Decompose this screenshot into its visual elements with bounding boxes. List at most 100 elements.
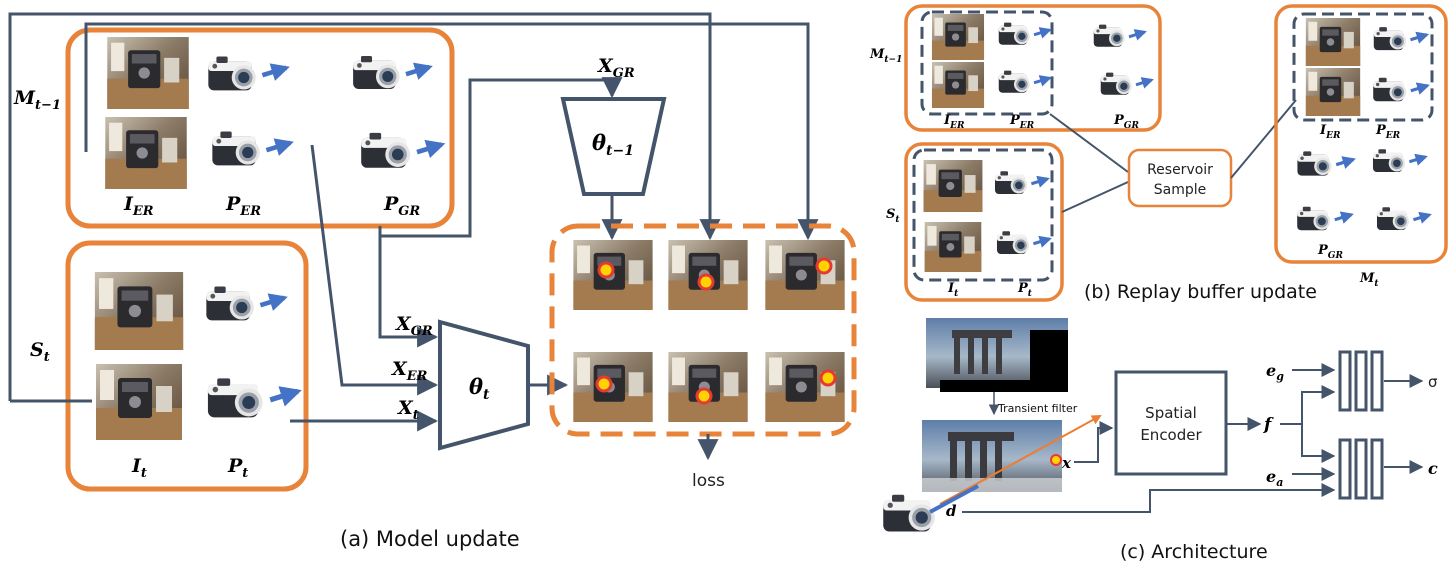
memory-image-1 (107, 37, 189, 109)
rb-new-image-2 (1305, 68, 1361, 116)
label-p-gr: PGR (383, 193, 420, 219)
rb-mem-pose-1 (999, 23, 1050, 45)
sample-point (695, 387, 713, 405)
rb-mem-pose-gr-2 (1101, 73, 1152, 95)
label-m-t-1: Mt−1 (13, 87, 61, 113)
sample-point (819, 369, 837, 387)
rb-line-stream (1061, 181, 1129, 213)
arch-camera (883, 494, 935, 532)
caption-replay-buffer: (b) Replay buffer update (1084, 281, 1317, 303)
rb-stream-inner (912, 148, 1054, 282)
caption-architecture: (c) Architecture (1120, 541, 1268, 563)
model-update-panel: IER PER PGR It Pt Mt−1 St θt−1 XGR XGR X… (8, 12, 857, 551)
ray-short (929, 484, 979, 514)
rb-label-m-t-1: Mt−1 (869, 47, 902, 65)
sample-point (595, 375, 613, 393)
sample-point (597, 261, 615, 279)
rb-new-pose-2 (1373, 78, 1427, 102)
rb-stream-box (904, 142, 1064, 302)
batch-box (549, 223, 857, 437)
label-s-t: St (30, 339, 50, 365)
rb-line-memory (1049, 113, 1129, 173)
stream-pose-2 (208, 378, 298, 417)
line-d (962, 483, 1336, 513)
d-label: d (946, 502, 957, 520)
line-memory-top (84, 22, 819, 241)
mlp-color (1338, 438, 1384, 500)
theta-encoder (438, 319, 530, 451)
memory-pose-er-2 (212, 132, 290, 166)
rb-mem-image-2 (931, 62, 985, 108)
gate-top (952, 330, 1012, 374)
rb-label-p-gr: PGR (1113, 113, 1139, 131)
line-f-up (1301, 385, 1336, 424)
memory-box (65, 27, 455, 229)
x-label: x (1061, 454, 1072, 472)
reservoir-line-2: Sample (1154, 182, 1207, 198)
sample-points (595, 257, 837, 405)
line-x-gr (378, 226, 439, 348)
rb-new-pose-gr-1 (1297, 151, 1353, 175)
stream-pose-1 (206, 287, 284, 321)
batch-image-5 (668, 352, 748, 422)
f-label: f (1263, 415, 1274, 435)
x-gr-label: XGR (395, 313, 433, 339)
stream-image-2 (96, 364, 182, 440)
transient-mask (1030, 330, 1068, 388)
rb-label-p-er: PER (1009, 113, 1035, 131)
rb-label-p-t: Pt (1017, 281, 1033, 299)
c-label: c (1428, 459, 1438, 478)
point-x (1050, 454, 1062, 466)
replay-buffer-panel: Mt−1 IER PER PGR St It Pt Reservoir Samp… (869, 4, 1448, 303)
rb-new-memory-inner (1292, 12, 1434, 122)
label-i-t: It (131, 455, 147, 481)
rb-new-label-i-er: IER (1319, 123, 1341, 141)
stream-box (65, 240, 309, 492)
rb-new-pose-gr-2 (1373, 149, 1426, 172)
line-x-encoder (1074, 421, 1114, 463)
line-f-down (1301, 424, 1336, 463)
rb-new-label-p-gr: PGR (1317, 243, 1343, 261)
rb-stream-image-1 (923, 160, 983, 212)
memory-image-2 (105, 117, 187, 189)
batch-image-4 (573, 352, 653, 422)
label-i-er: IER (123, 193, 154, 219)
spatial-line-2: Encoder (1140, 426, 1202, 444)
line-outer-left (8, 12, 721, 401)
loss-label: loss (692, 471, 725, 491)
theta-prev-encoder (560, 97, 667, 196)
rb-label-i-er: IER (943, 113, 965, 131)
rb-mem-image-1 (931, 14, 985, 60)
transient-mask-bottom (940, 380, 1068, 392)
rb-label-i-t: It (947, 281, 959, 299)
batch-image-6 (765, 352, 845, 422)
sample-point (815, 257, 833, 275)
sigma-label: σ (1428, 373, 1438, 391)
rb-label-s-t: St (886, 207, 900, 225)
rb-memory-box (904, 4, 1162, 132)
stream-image-1 (94, 272, 184, 350)
memory-pose-er-1 (208, 57, 286, 91)
crowd (922, 478, 1062, 492)
e-a-label: ea (1266, 467, 1283, 489)
x-gr-top-label: XGR (597, 55, 635, 81)
theta-prev-label: θt−1 (592, 130, 634, 159)
sample-point (697, 273, 715, 291)
rb-new-pose-gr-4 (1377, 207, 1430, 230)
memory-pose-gr-1 (353, 56, 429, 89)
spatial-line-1: Spatial (1145, 404, 1197, 422)
reservoir-line-1: Reservoir (1147, 162, 1213, 178)
theta-label: θt (469, 374, 490, 403)
rb-mem-pose-gr-1 (1094, 25, 1145, 47)
rb-new-image-1 (1305, 18, 1361, 66)
line-x-er (310, 144, 439, 396)
e-g-label: eg (1266, 361, 1284, 383)
x-er-label: XER (391, 358, 428, 384)
rb-new-label-p-er: PER (1375, 123, 1401, 141)
rb-stream-image-2 (924, 222, 982, 272)
label-p-er: PER (225, 193, 261, 219)
spatial-encoder (1114, 370, 1228, 476)
rb-label-m-t: Mt (1359, 271, 1379, 289)
rb-stream-pose-2 (997, 231, 1050, 254)
